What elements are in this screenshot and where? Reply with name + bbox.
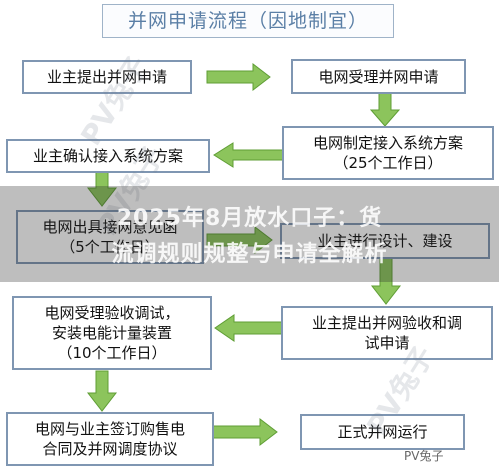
step-apply: 业主提出并网申请 [22, 60, 192, 94]
overlay-banner [0, 186, 499, 282]
step-grid-inspection: 电网受理验收调试， 安装电能计量装置 （10个工作日） [12, 296, 212, 370]
step-apply-line-1: 业主提出并网申请 [46, 68, 167, 86]
arrow-s3-to-s4 [213, 142, 284, 168]
step-grid-accept: 电网受理并网申请 [291, 59, 466, 94]
step-owner-inspection-line-1: 业主提出并网验收和调 [311, 314, 462, 332]
step-sign-contract-line-2: 合同及并网调度协议 [42, 440, 178, 458]
arrow-s8-to-s9 [86, 370, 118, 412]
arrow-s1-to-s2 [206, 62, 271, 92]
overlay-title-line-2: 流调规则规整与申请全解析 [111, 242, 388, 267]
step-grid-inspection-line-2: 安装电能计量装置 [51, 324, 172, 342]
step-grid-accept-line-1: 电网受理并网申请 [318, 67, 439, 86]
step-grid-connected-line-1: 正式并网运行 [337, 423, 428, 441]
arrow-s7-to-s8 [214, 314, 283, 342]
overlay-title-line-1: 2025年8月放水口子：货 [116, 206, 383, 231]
arrow-s2-to-s3 [369, 91, 401, 127]
step-sign-contract-line-1: 电网与业主签订购售电 [34, 420, 185, 438]
step-owner-confirm-line-1: 业主确认接入系统方案 [32, 147, 183, 165]
step-grid-opinion-line-2: （5个工作日） [60, 238, 160, 256]
step-owner-inspection: 业主提出并网验收和调 试申请 [281, 306, 493, 360]
step-grid-connected: 正式并网运行 [300, 414, 465, 450]
corner-logo: PV兔子 [404, 449, 444, 463]
step-grid-inspection-line-1: 电网受理验收调试， [44, 304, 180, 322]
step-sign-contract: 电网与业主签订购售电 合同及并网调度协议 [6, 412, 214, 466]
arrow-s6-to-s7 [370, 255, 402, 305]
flowchart-title: 并网申请流程（因地制宜） [102, 4, 394, 38]
step-owner-build: 业主进行设计、建设 [280, 223, 490, 259]
step-grid-opinion-line-1: 电网出具接网意见函 [42, 218, 178, 236]
step-grid-opinion: 电网出具接网意见函 （5个工作日） [16, 210, 204, 264]
arrow-s9-to-s10 [211, 417, 278, 447]
arrow-s5-to-s6 [206, 225, 273, 255]
step-owner-inspection-line-2: 试申请 [364, 334, 410, 352]
step-grid-inspection-line-3: （10个工作日） [57, 344, 167, 362]
step-grid-plan-line-1: 电网制定接入系统方案 [312, 134, 463, 152]
step-owner-confirm: 业主确认接入系统方案 [6, 139, 210, 173]
arrow-s4-to-s5 [86, 169, 118, 207]
step-grid-plan-line-2: （25个工作日） [333, 154, 443, 172]
step-grid-plan: 电网制定接入系统方案 （25个工作日） [282, 126, 494, 180]
step-owner-build-line-1: 业主进行设计、建设 [317, 232, 453, 250]
